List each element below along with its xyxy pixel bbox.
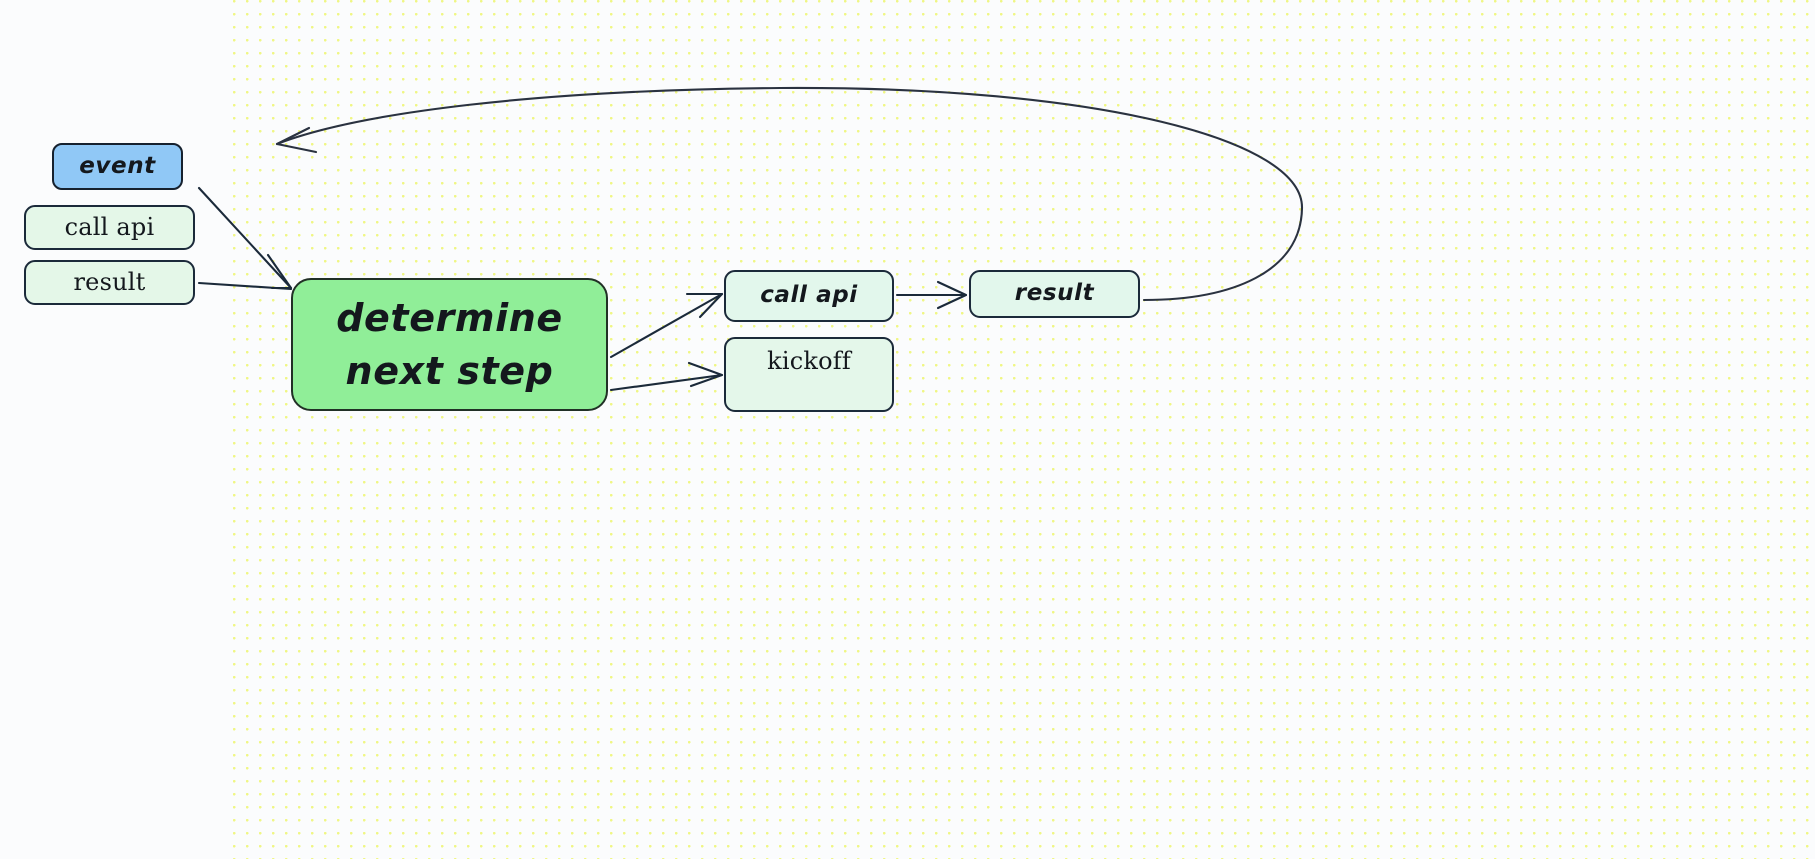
node-side-call-api[interactable]: call api [24, 205, 195, 250]
node-kickoff[interactable]: kickoff [724, 337, 894, 412]
node-determine-next-step[interactable]: determine next step [291, 278, 608, 411]
edge-determine-to-call-api [609, 292, 724, 359]
node-result[interactable]: result [969, 270, 1140, 318]
edge-result-feedback-loop [275, 86, 1304, 302]
edge-side-result-to-determine [197, 281, 293, 291]
edge-event-to-determine [197, 186, 293, 290]
edge-call-api-to-result [895, 280, 968, 310]
node-event[interactable]: event [52, 143, 183, 190]
node-side-result[interactable]: result [24, 260, 195, 305]
node-call-api[interactable]: call api [724, 270, 894, 322]
edge-determine-to-kickoff [609, 361, 724, 392]
background-dot-texture [233, 0, 1815, 859]
